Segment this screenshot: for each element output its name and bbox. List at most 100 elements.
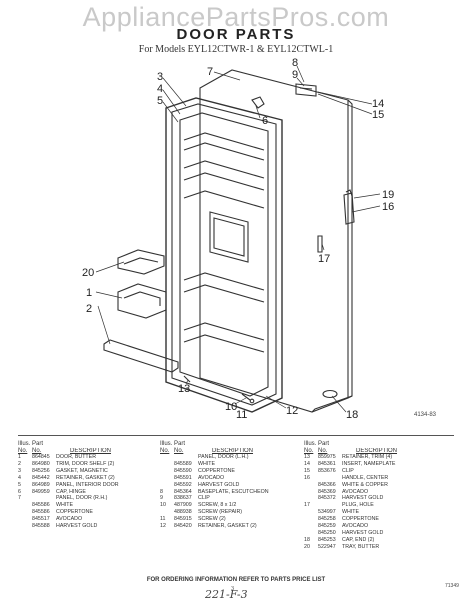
illus-no	[18, 516, 32, 523]
description: HARVEST GOLD	[198, 481, 240, 488]
description: HARVEST GOLD	[342, 529, 384, 536]
part-no: 845588	[32, 523, 50, 530]
illus-no	[304, 489, 318, 496]
illus-no: 7	[18, 495, 21, 502]
callout-17: 17	[318, 253, 330, 265]
table-header: Illus. Part No.No.DESCRIPTION	[18, 441, 156, 454]
illus-no	[304, 509, 318, 516]
part-no: 522947	[318, 543, 336, 550]
table-row: 845250 HARVEST GOLD	[304, 530, 454, 537]
illus-no	[304, 530, 318, 537]
table-header: Illus. Part No.No.DESCRIPTION	[304, 441, 454, 454]
part-no: 845250	[318, 529, 336, 536]
description: TRAY, BUTTER	[342, 543, 380, 550]
header-partno: No.	[32, 447, 42, 454]
part-no: 845372	[318, 495, 336, 502]
part-no: 864980	[32, 460, 50, 467]
callout-2: 2	[86, 303, 92, 315]
header-desc: DESCRIPTION	[212, 447, 254, 454]
table-row: 3 845256 GASKET, MAGNETIC	[18, 468, 156, 475]
description: BASEPLATE, ESCUTCHEON	[198, 488, 269, 495]
callout-5: 5	[157, 95, 163, 107]
part-no: 845369	[318, 488, 336, 495]
description: AVOCADO	[198, 474, 225, 481]
description: HANDLE, CENTER	[342, 474, 389, 481]
header-illus: Illus. Part	[160, 441, 186, 447]
callout-15: 15	[372, 109, 384, 121]
illus-no: 2	[18, 460, 21, 467]
illus-no	[160, 509, 174, 516]
header-partno: No.	[174, 447, 184, 454]
illus-no	[160, 475, 174, 482]
callout-18: 18	[346, 409, 358, 421]
callout-14: 14	[372, 98, 384, 110]
ordering-note: FOR ORDERING INFORMATION REFER TO PARTS …	[146, 577, 326, 583]
illus-no	[304, 516, 318, 523]
illus-no: 3	[18, 467, 21, 474]
description: HARVEST GOLD	[342, 495, 384, 502]
callout-20: 20	[82, 267, 94, 279]
header-illus: Illus. Part	[18, 441, 44, 447]
table-row: PANEL, DOOR (L.H.)	[160, 454, 298, 461]
part-no: 845364	[174, 488, 192, 495]
callout-12: 12	[286, 405, 298, 417]
illus-no	[18, 509, 32, 516]
description: COPPERTONE	[56, 509, 93, 516]
illus-no	[160, 482, 174, 489]
part-no: 845442	[32, 474, 50, 481]
description: AVOCADO	[342, 523, 369, 530]
illus-no: 15	[304, 467, 310, 474]
table-row: 4 845442 RETAINER, GASKET (2)	[18, 475, 156, 482]
illus-no: 9	[160, 495, 163, 502]
description: WHITE	[56, 502, 74, 509]
illus-no: 4	[18, 474, 21, 481]
center-handle	[343, 192, 355, 225]
page-subtitle: For Models EYL12CTWR-1 & EYL12CTWL-1	[138, 44, 334, 55]
part-no: 845586	[32, 509, 50, 516]
description: CLIP	[342, 467, 354, 474]
callout-8: 8	[292, 57, 298, 69]
part-no: 838637	[174, 495, 192, 502]
callout-16: 16	[382, 201, 394, 213]
description: COPPERTONE	[198, 467, 235, 474]
part-no: 859975	[318, 454, 336, 460]
nameplate	[295, 83, 317, 97]
part-no	[318, 502, 342, 509]
illus-no: 13	[304, 454, 310, 460]
part-no: 845361	[318, 460, 336, 467]
screw	[241, 393, 251, 401]
description: RETAINER, GASKET (2)	[198, 523, 257, 530]
table-row: 20 522947 TRAY, BUTTER	[304, 544, 454, 551]
table-row: 16 HANDLE, CENTER	[304, 475, 454, 482]
illus-no: 16	[304, 474, 310, 481]
description: PANEL, INTERIOR DOOR	[56, 481, 119, 488]
part-no: 853676	[318, 467, 336, 474]
illus-no	[160, 454, 174, 461]
hinge-cap	[251, 96, 265, 109]
part-no: 845420	[174, 523, 192, 530]
part-no: 845258	[318, 516, 336, 523]
callout-4: 4	[157, 83, 163, 95]
illus-no: 20	[304, 543, 310, 550]
description: GASKET, MAGNETIC	[56, 467, 108, 474]
part-no: 845256	[32, 467, 50, 474]
illus-no: 6	[18, 488, 21, 495]
illus-no: 18	[304, 536, 310, 543]
description: RETAINER, GASKET (2)	[56, 474, 115, 481]
illus-no: 14	[304, 460, 310, 467]
callout-7: 7	[207, 66, 213, 78]
